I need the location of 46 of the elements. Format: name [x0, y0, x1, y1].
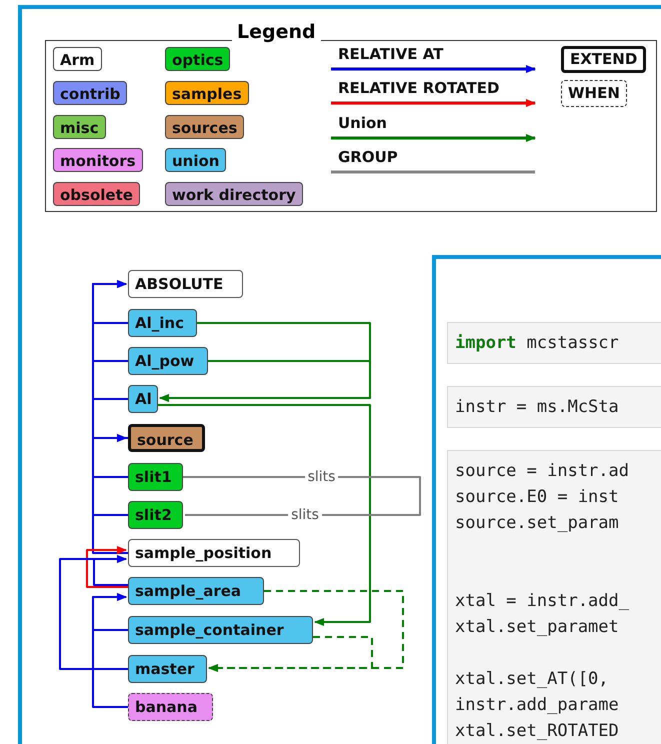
legend-tag: monitors: [53, 148, 143, 172]
legend-tag: obsolete: [53, 182, 140, 206]
component-box: sample_position: [128, 539, 300, 567]
code-line: xtal.set_ROTATED: [455, 720, 619, 742]
code-line: source.set_param: [455, 512, 619, 534]
connector-arrow: [59, 555, 128, 670]
component-box: source: [128, 424, 205, 452]
component-box: Al_inc: [128, 309, 197, 337]
legend-tag: contrib: [53, 81, 128, 105]
code-line: xtal.set_AT([0,: [455, 668, 609, 690]
connector-arrow: [208, 636, 373, 672]
connector-arrow: [158, 404, 371, 626]
legend-tag: optics: [165, 47, 230, 71]
legend-text: RELATIVE ROTATED: [338, 79, 500, 97]
component-box: Al: [128, 385, 158, 413]
legend-tag: EXTEND: [561, 46, 646, 73]
code-line: xtal.set_paramet: [455, 616, 619, 638]
component-box: Al_pow: [128, 347, 208, 375]
legend-tag: WHEN: [561, 80, 627, 107]
legend-tag: Arm: [53, 47, 102, 71]
connector-arrow: [92, 280, 128, 439]
code-line: instr = ms.McSta: [455, 396, 619, 418]
connector-arrow: [159, 360, 371, 402]
code-line: instr.add_parame: [455, 694, 619, 716]
legend-text: GROUP: [338, 148, 398, 166]
code-line: xtal = instr.add_: [455, 590, 629, 612]
legend-tag: union: [165, 148, 226, 172]
connector-arrow: [92, 593, 128, 708]
component-box: sample_area: [128, 577, 264, 605]
component-box: sample_container: [128, 616, 313, 644]
component-box: slit2: [128, 501, 183, 529]
component-box: master: [128, 655, 207, 683]
connector-arrow: [92, 434, 128, 554]
code-line: source.E0 = inst: [455, 486, 619, 508]
component-box: banana: [128, 693, 213, 721]
code-line: import mcstasscr: [455, 332, 619, 354]
legend-tag: misc: [53, 115, 106, 139]
legend-text: Union: [338, 114, 387, 132]
code-line: source = instr.ad: [455, 460, 629, 482]
legend-text: RELATIVE AT: [338, 45, 444, 63]
component-box: slit1: [128, 463, 183, 491]
legend-tag: samples: [165, 81, 249, 105]
legend-tag: sources: [165, 115, 244, 139]
component-box: ABSOLUTE: [128, 270, 243, 298]
connector-arrow: [86, 546, 128, 588]
legend-tag: work directory: [165, 182, 303, 206]
